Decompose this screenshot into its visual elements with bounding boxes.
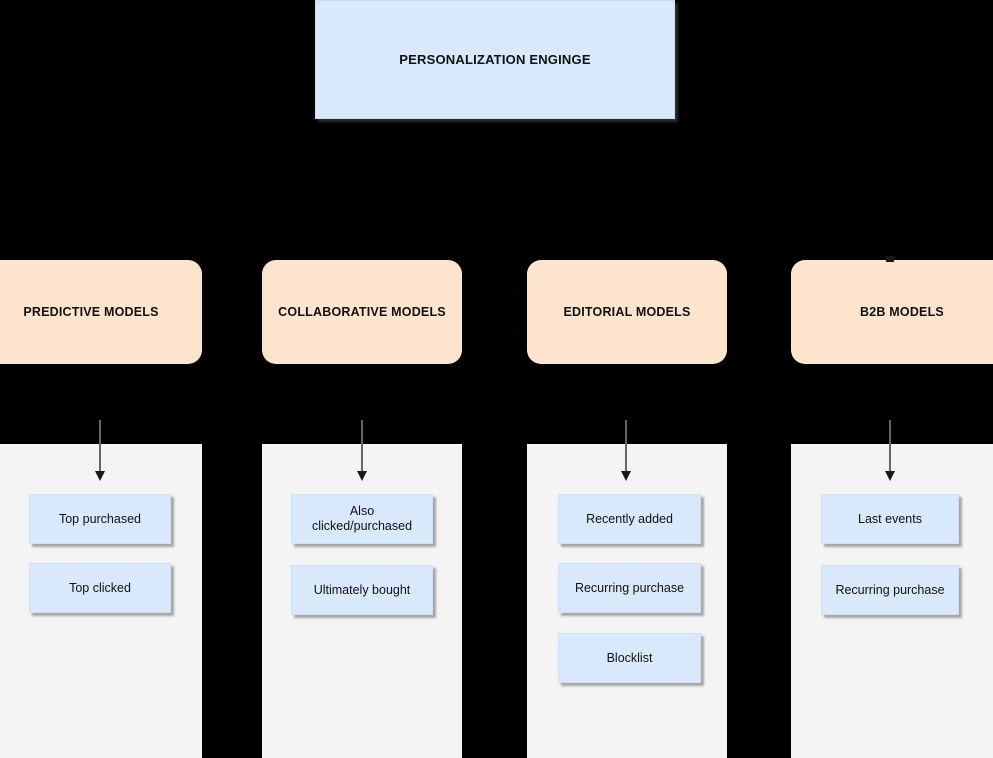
category-label: B2B MODELS [860, 305, 944, 319]
item-node[interactable]: Recurring purchase [821, 565, 959, 615]
item-node[interactable]: Top purchased [29, 494, 171, 544]
personalization-engine-node[interactable]: PERSONALIZATION ENGINGE [315, 0, 675, 119]
category-label: COLLABORATIVE MODELS [278, 305, 446, 319]
connector-stub-b2b [886, 256, 894, 262]
item-label: Recurring purchase [574, 580, 685, 595]
item-label: Last events [858, 511, 922, 526]
down-arrow-icon-b2b [885, 420, 895, 481]
category-node-predictive-models[interactable]: PREDICTIVE MODELS [0, 260, 202, 364]
category-node-collaborative-models[interactable]: COLLABORATIVE MODELS [262, 260, 462, 364]
item-label: Ultimately bought [313, 582, 411, 597]
down-arrow-icon-predictive [95, 420, 105, 481]
item-node[interactable]: Blocklist [558, 633, 701, 683]
item-node[interactable]: Recently added [558, 494, 701, 544]
item-node[interactable]: Recurring purchase [558, 563, 701, 613]
item-label: Top purchased [58, 511, 141, 526]
item-label: Also clicked/purchased [312, 504, 412, 534]
down-arrow-icon-editorial [621, 420, 631, 481]
item-label: Recently added [586, 511, 673, 526]
down-arrow-icon-collaborative [357, 420, 367, 481]
category-node-editorial-models[interactable]: EDITORIAL MODELS [527, 260, 727, 364]
item-node[interactable]: Also clicked/purchased [291, 494, 433, 544]
item-label: Blocklist [606, 650, 653, 665]
category-label: PREDICTIVE MODELS [23, 305, 159, 319]
personalization-engine-label: PERSONALIZATION ENGINGE [399, 52, 591, 67]
item-label-line2: clicked/purchased [311, 519, 413, 533]
item-node[interactable]: Top clicked [29, 563, 171, 613]
item-label: Top clicked [69, 580, 131, 595]
item-node[interactable]: Last events [821, 494, 959, 544]
category-node-b2b-models[interactable]: B2B MODELS [791, 260, 993, 364]
item-label-line1: Also [349, 504, 375, 518]
item-node[interactable]: Ultimately bought [291, 565, 433, 615]
item-label: Recurring purchase [835, 582, 945, 597]
category-label: EDITORIAL MODELS [563, 305, 691, 319]
